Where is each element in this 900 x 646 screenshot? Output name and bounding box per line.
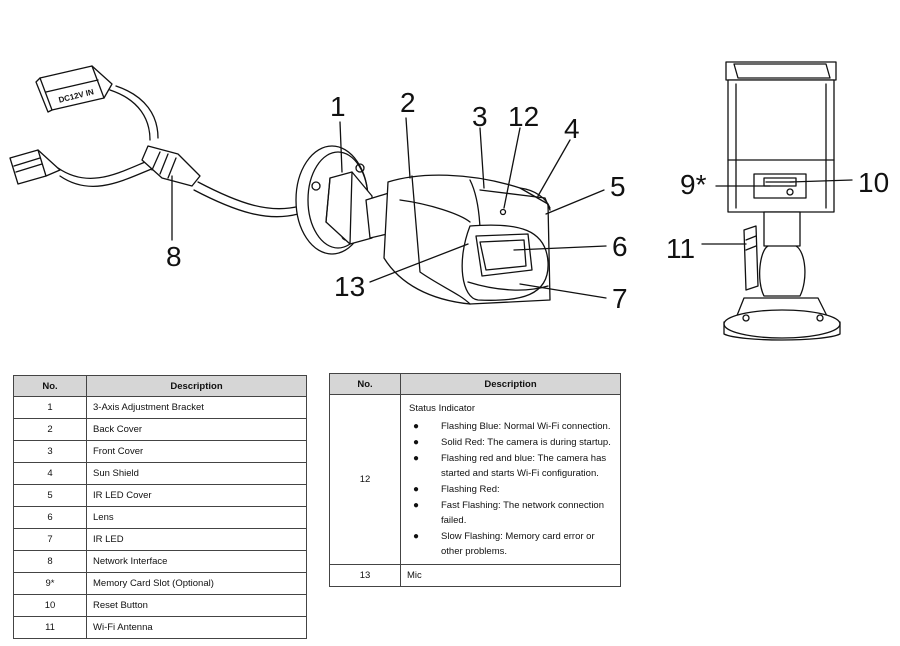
column-header-description: Description [86,375,307,397]
callout-12: 12 [508,101,539,132]
leader-3 [479,127,485,189]
callout-2: 2 [400,87,416,118]
list-item: ●Flashing Blue: Normal Wi-Fi connection. [413,421,611,432]
row-no: 13 [329,564,401,587]
callout-7: 7 [612,283,628,314]
column-header-no: No. [13,375,87,397]
network-connector [9,149,61,185]
row-description: Front Cover [86,440,307,463]
row-no: 3 [13,440,87,463]
callout-5: 5 [610,171,626,202]
row-description: Network Interface [86,550,307,573]
leader-12 [503,127,521,209]
callout-4: 4 [564,113,580,144]
callout-9: 9* [680,169,707,200]
row-no: 4 [13,462,87,485]
callout-8: 8 [166,241,182,272]
table-header-row: No. Description [13,375,307,397]
leader-5 [545,189,605,215]
table-row: 13 Mic [329,564,621,587]
leader-1 [339,121,343,173]
callout-13: 13 [334,271,365,302]
callout-1: 1 [330,91,346,122]
rear-view-camera [723,61,841,341]
leader-2 [405,117,411,179]
cable-splitter [141,145,201,187]
status-indicator-title: Status Indicator [409,403,476,414]
table-row: 12 Status Indicator ●Flashing Blue: Norm… [329,394,621,565]
leader-7 [519,283,607,299]
wifi-antenna [743,225,759,291]
row-description: Lens [86,506,307,529]
leader-10 [789,179,853,183]
callout-11: 11 [666,233,695,264]
row-no: 5 [13,484,87,507]
status-indicator-list: ●Flashing Blue: Normal Wi-Fi connection.… [409,419,614,559]
list-item: ●Fast Flashing: The network connection f… [413,500,604,526]
callout-6: 6 [612,231,628,262]
row-no: 12 [329,394,401,565]
row-description: IR LED [86,528,307,551]
row-description: Status Indicator ●Flashing Blue: Normal … [400,394,621,565]
bullet-icon: ● [413,421,420,432]
row-no: 2 [13,418,87,441]
row-no: 1 [13,396,87,419]
row-no: 9* [13,572,87,595]
bullet-icon: ● [413,437,420,448]
row-description: 3-Axis Adjustment Bracket [86,396,307,419]
reset-button [786,188,794,196]
bullet-icon: ● [413,453,420,464]
row-description: Wi-Fi Antenna [86,616,307,639]
column-header-no: No. [329,373,401,395]
leader-4 [537,139,571,197]
row-description: Mic [400,564,621,587]
row-no: 11 [13,616,87,639]
row-description: Back Cover [86,418,307,441]
power-connector [35,65,113,113]
parts-table-right: No. Description 12 Status Indicator ●Fla… [329,373,621,587]
row-description: Memory Card Slot (Optional) [86,572,307,595]
row-description: IR LED Cover [86,484,307,507]
callout-10: 10 [858,167,889,198]
mount-bracket [295,145,397,255]
bullet-icon: ● [413,500,420,511]
list-item: ●Flashing Red: [413,484,500,495]
row-no: 6 [13,506,87,529]
row-description: Reset Button [86,594,307,617]
bullet-icon: ● [413,484,420,495]
list-item: ●Slow Flashing: Memory card error or oth… [413,531,595,557]
camera-body [383,174,551,305]
row-no: 7 [13,528,87,551]
column-header-description: Description [400,373,621,395]
bullet-icon: ● [413,531,420,542]
row-no: 8 [13,550,87,573]
list-item: ●Flashing red and blue: The camera has s… [413,453,607,479]
table-header-row: No. Description [329,373,621,395]
leader-13 [369,243,469,283]
callout-3: 3 [472,101,488,132]
list-item: ●Solid Red: The camera is during startup… [413,437,611,448]
camera-diagram: DC12V IN [9,61,889,341]
row-description: Sun Shield [86,462,307,485]
table-row: 9*Memory Card Slot (Optional) [13,572,307,595]
row-no: 10 [13,594,87,617]
leader-6 [513,245,607,251]
